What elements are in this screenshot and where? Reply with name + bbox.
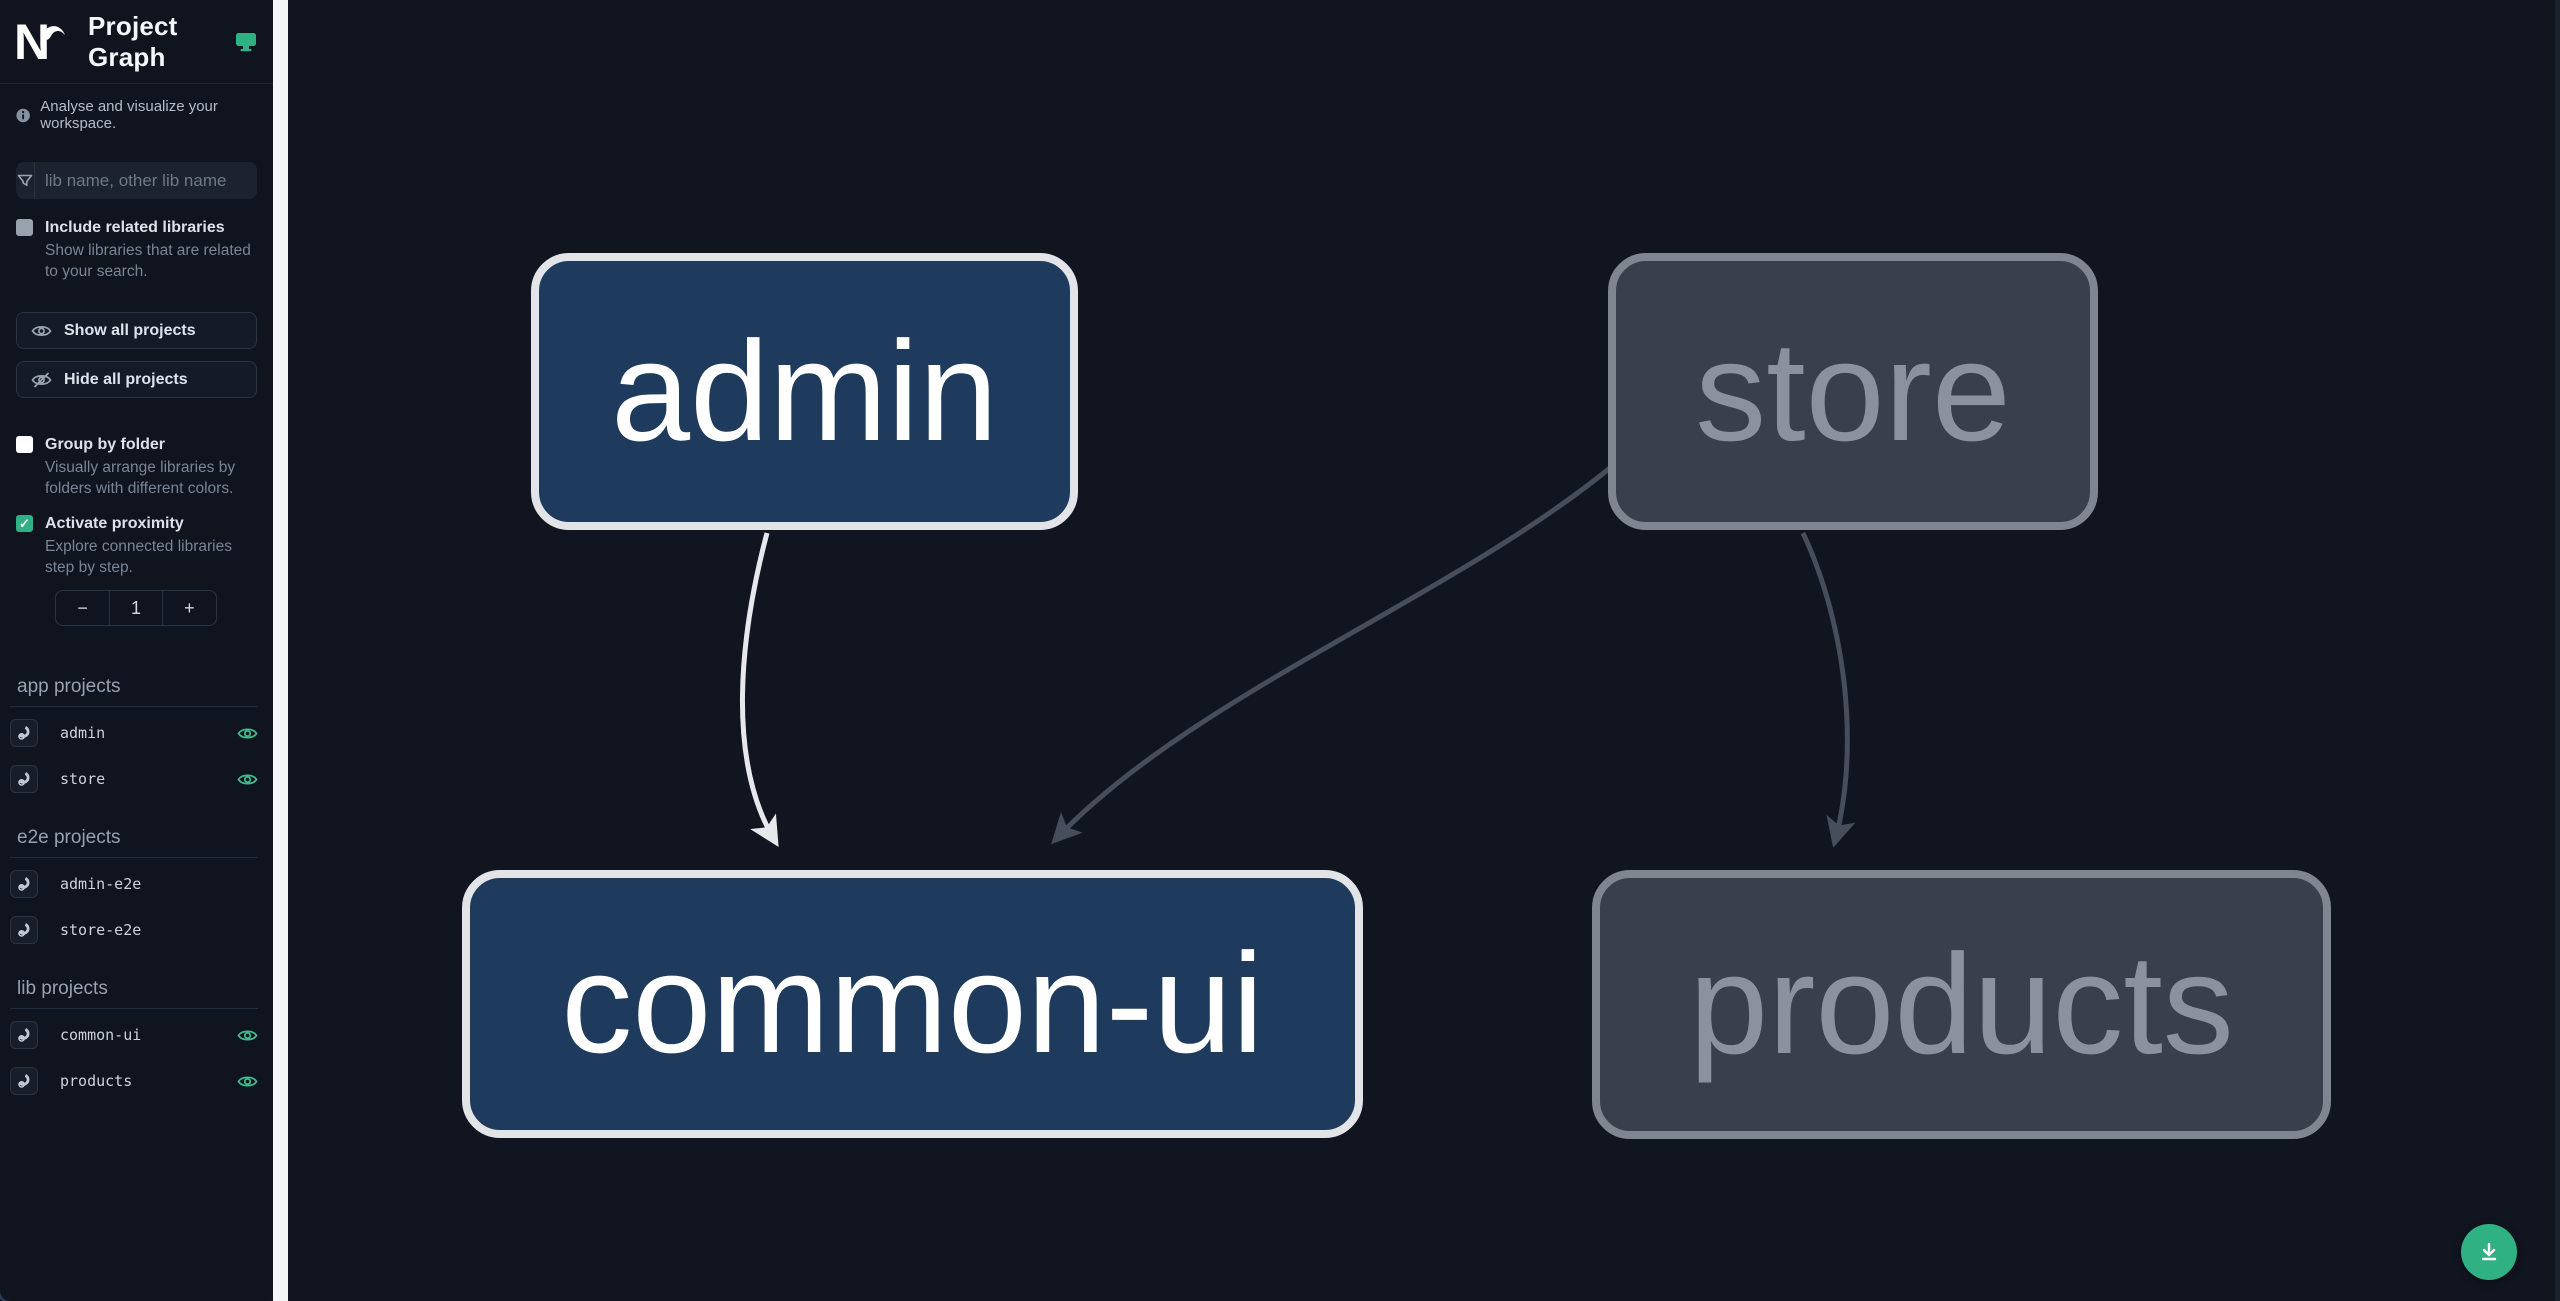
include-related-checkbox[interactable]: [16, 219, 33, 236]
project-name: store-e2e: [60, 921, 142, 939]
focus-project-button[interactable]: [10, 870, 38, 898]
search-box: [16, 162, 257, 199]
focus-icon: [17, 876, 30, 891]
project-sections: app projects admin store e2e projects admin-…: [0, 676, 273, 1101]
edge-admin-to-common-ui: [739, 532, 779, 847]
search-input[interactable]: [35, 162, 257, 199]
section-title: lib projects: [10, 978, 258, 1009]
graph-node-admin[interactable]: admin: [531, 253, 1078, 530]
visibility-eye-icon: [237, 1075, 258, 1087]
focus-icon: [17, 725, 30, 740]
graph-node-products[interactable]: products: [1592, 870, 2331, 1139]
hide-all-label: Hide all projects: [64, 370, 188, 388]
decrement-button[interactable]: −: [56, 591, 109, 625]
eye-off-icon: [31, 371, 52, 388]
sidebar-divider: [273, 0, 288, 1301]
focus-icon: [17, 1073, 30, 1088]
edge-store-to-common-ui: [1051, 466, 1612, 845]
activate-proximity-label: Activate proximity: [45, 515, 184, 532]
page-title: Project Graph: [88, 10, 178, 72]
visibility-eye-icon: [237, 773, 258, 785]
graph-edges: [739, 466, 1856, 848]
visibility-eye-icon: [237, 727, 258, 739]
nx-logo: N: [16, 17, 65, 67]
project-section: app projects admin store: [0, 676, 273, 799]
project-row: store: [10, 759, 258, 799]
increment-button[interactable]: +: [163, 591, 216, 625]
activate-proximity-checkbox[interactable]: ✓: [16, 515, 33, 532]
project-visibility-toggle[interactable]: [237, 1074, 258, 1089]
section-title: app projects: [10, 676, 258, 707]
tagline-row: Analyse and visualize your workspace.: [0, 98, 273, 132]
visibility-eye-icon: [237, 1029, 258, 1041]
graph-node-common-ui[interactable]: common-ui: [462, 870, 1363, 1138]
focus-icon: [17, 771, 30, 786]
focus-icon: [17, 922, 30, 937]
focus-project-button[interactable]: [10, 1067, 38, 1095]
show-all-label: Show all projects: [64, 321, 196, 339]
show-all-projects-button[interactable]: Show all projects: [16, 312, 257, 349]
project-name: common-ui: [60, 1026, 142, 1044]
include-related-row: Include related libraries Show libraries…: [0, 217, 273, 282]
group-by-folder-desc: Visually arrange libraries by folders wi…: [45, 459, 236, 497]
project-name: admin: [60, 724, 106, 742]
project-section: e2e projects admin-e2e store-e2e: [0, 827, 273, 950]
graph-canvas: admin store common-ui products: [288, 0, 2560, 1301]
focus-project-button[interactable]: [10, 719, 38, 747]
project-name: admin-e2e: [60, 875, 142, 893]
focus-project-button[interactable]: [10, 1021, 38, 1049]
project-row: common-ui: [10, 1015, 258, 1055]
include-related-desc: Show libraries that are related to your …: [45, 242, 251, 280]
activate-proximity-desc: Explore connected libraries step by step…: [45, 538, 232, 576]
app-header: N Project Graph: [0, 0, 273, 84]
focus-icon: [17, 1027, 30, 1042]
download-button[interactable]: [2461, 1224, 2517, 1280]
graph-node-store[interactable]: store: [1608, 253, 2098, 530]
focus-project-button[interactable]: [10, 765, 38, 793]
hide-all-projects-button[interactable]: Hide all projects: [16, 361, 257, 398]
project-section: lib projects common-ui products: [0, 978, 273, 1101]
project-visibility-toggle[interactable]: [237, 726, 258, 741]
project-name: store: [60, 770, 106, 788]
activate-proximity-row: ✓ Activate proximity Explore connected l…: [0, 513, 273, 578]
edge-store-to-products: [1800, 531, 1856, 848]
monitor-icon: [235, 32, 257, 52]
project-name: products: [60, 1072, 133, 1090]
project-visibility-toggle[interactable]: [237, 1028, 258, 1043]
tagline-text: Analyse and visualize your workspace.: [40, 98, 218, 132]
group-by-folder-row: Group by folder Visually arrange librari…: [0, 434, 273, 499]
project-row: admin: [10, 713, 258, 753]
focus-project-button[interactable]: [10, 916, 38, 944]
svg-text:N: N: [16, 17, 50, 67]
proximity-stepper: − 1 +: [55, 590, 217, 626]
include-related-label: Include related libraries: [45, 219, 225, 236]
project-row: store-e2e: [10, 910, 258, 950]
filter-icon: [16, 162, 35, 199]
info-icon: [16, 108, 30, 122]
eye-icon: [31, 325, 52, 336]
sidebar: N Project Graph Analyse and visualize yo…: [0, 0, 273, 1301]
section-title: e2e projects: [10, 827, 258, 858]
download-icon: [2481, 1242, 2497, 1261]
group-by-folder-label: Group by folder: [45, 436, 165, 453]
project-row: products: [10, 1061, 258, 1101]
project-row: admin-e2e: [10, 864, 258, 904]
group-by-folder-checkbox[interactable]: [16, 436, 33, 453]
stepper-value: 1: [109, 591, 163, 625]
project-visibility-toggle[interactable]: [237, 772, 258, 787]
